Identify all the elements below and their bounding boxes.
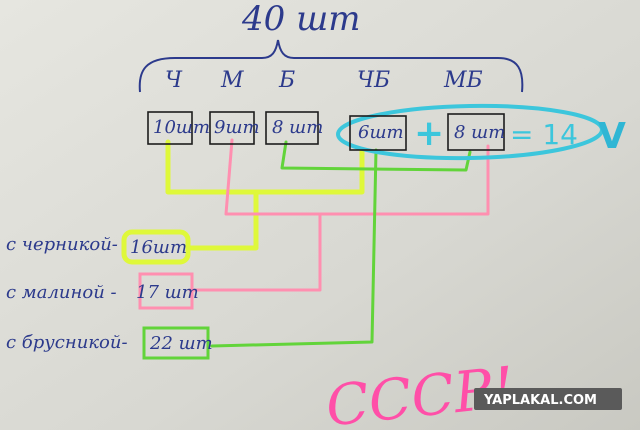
column-label-chb: ЧБ bbox=[357, 68, 390, 93]
column-label-mb: МБ bbox=[443, 68, 483, 93]
equation-plus: + bbox=[414, 113, 444, 154]
svg-text:6шт: 6шт bbox=[358, 122, 404, 143]
box-m: 9шт bbox=[209, 111, 260, 145]
box-mb: 8 шт bbox=[447, 113, 505, 151]
top-brace bbox=[138, 39, 524, 93]
column-label-m: М bbox=[220, 68, 244, 93]
svg-text:9шт: 9шт bbox=[214, 117, 260, 138]
outcome-box-raspberry: 17 шт bbox=[136, 272, 199, 310]
outcome-label-blueberry: с черникой- bbox=[6, 234, 118, 255]
column-label-b: Б bbox=[278, 68, 295, 93]
outcome-box-lingonberry: 22 шт bbox=[142, 326, 213, 360]
equation-result: = 14 bbox=[510, 118, 578, 151]
outcome-box-blueberry: 16шт bbox=[121, 229, 191, 265]
highlight-oval bbox=[336, 103, 604, 161]
outcome-label-lingonberry: с брусникой- bbox=[6, 332, 128, 353]
column-label-ch: Ч bbox=[165, 68, 183, 93]
total-label: 40 шт bbox=[241, 0, 361, 39]
svg-text:22 шт: 22 шт bbox=[149, 333, 213, 354]
svg-text:17 шт: 17 шт bbox=[136, 282, 199, 303]
watermark: YAPLAKAL.COM bbox=[474, 388, 622, 410]
green-connectors bbox=[210, 140, 472, 348]
check-mark: V bbox=[598, 116, 626, 157]
svg-text:8 шт: 8 шт bbox=[454, 122, 505, 143]
pink-connectors bbox=[188, 138, 490, 292]
svg-text:16шт: 16шт bbox=[130, 237, 187, 258]
svg-text:YAPLAKAL.COM: YAPLAKAL.COM bbox=[483, 393, 597, 408]
box-b: 8 шт bbox=[265, 111, 323, 145]
box-chb: 6шт bbox=[349, 115, 407, 151]
box-ch: 10шт bbox=[147, 111, 210, 145]
svg-text:8 шт: 8 шт bbox=[272, 117, 323, 138]
outcome-label-raspberry: с малиной - bbox=[6, 282, 117, 303]
yellow-connectors bbox=[165, 139, 365, 251]
svg-text:10шт: 10шт bbox=[153, 117, 210, 138]
